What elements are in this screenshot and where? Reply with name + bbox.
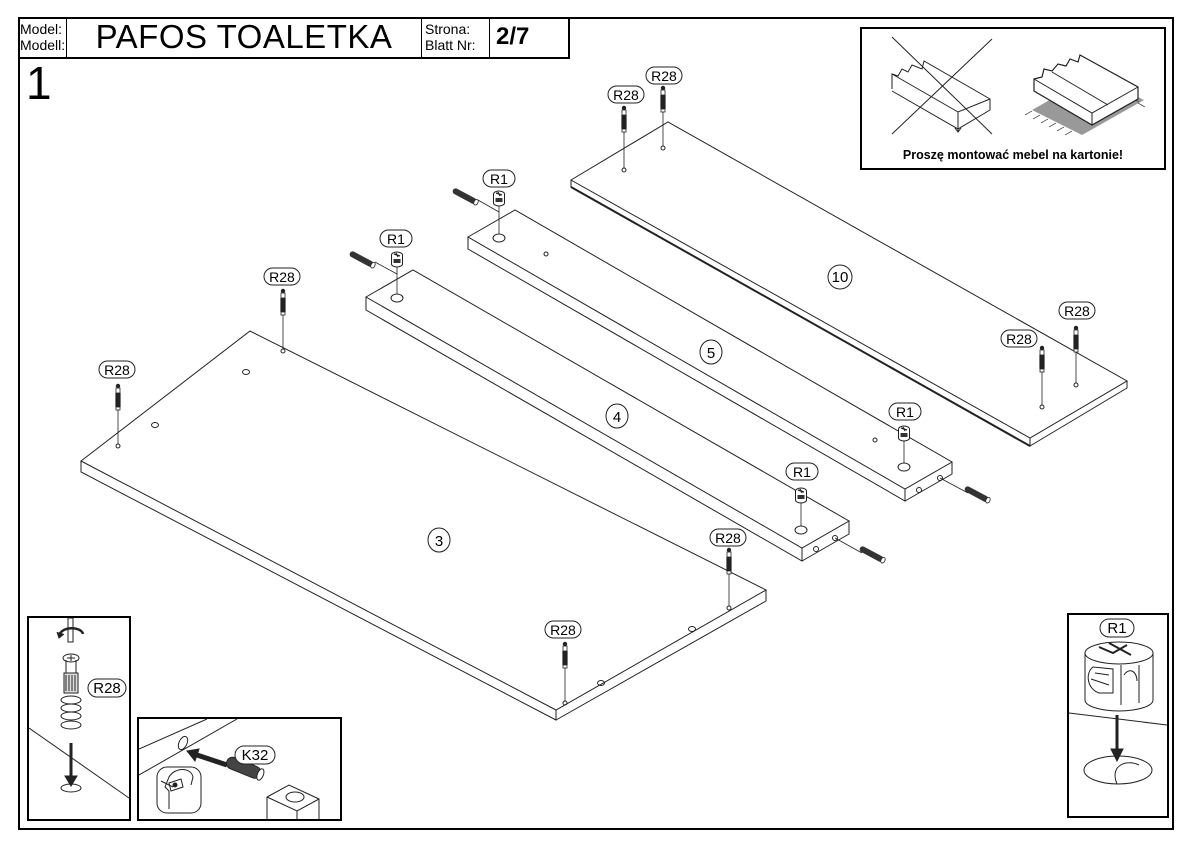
r28-bolt <box>1072 325 1080 353</box>
svg-text:4: 4 <box>613 409 621 426</box>
callout-label: R28 <box>715 530 741 546</box>
callout-label: R28 <box>104 362 130 378</box>
callout-label: R28 <box>269 269 295 285</box>
r28-detail-illustration: R28 <box>28 617 130 799</box>
r1-cam <box>794 487 808 504</box>
r1-detail-inset: R1 <box>1067 613 1169 818</box>
panel-3 <box>80 330 768 721</box>
r1-detail-callout: R1 <box>1099 618 1135 638</box>
callout-label: R28 <box>1006 331 1032 347</box>
callout-r28: R28 <box>98 360 136 379</box>
dowel <box>963 484 992 505</box>
part-labels: 10 5 4 3 <box>427 264 853 553</box>
svg-text:10: 10 <box>832 269 849 286</box>
callout-r28: R28 <box>709 528 747 547</box>
title-block: Model: Modell: PAFOS TOALETKA Strona: Bl… <box>18 17 570 59</box>
r28-bolt <box>561 641 569 669</box>
callout-r28: R28 <box>1058 301 1096 320</box>
callout-label: R1 <box>490 171 508 187</box>
k32-detail-inset: K32 <box>137 717 342 821</box>
r28-detail-callout: R28 <box>87 678 127 698</box>
step-number: 1 <box>26 57 52 109</box>
r28-bolt <box>279 288 287 316</box>
callout-label: R28 <box>651 68 677 84</box>
r1-cam <box>390 251 404 268</box>
carton-warning-text: Proszę montować mebel na kartonie! <box>902 148 1124 162</box>
page-label-de: Blatt Nr: <box>425 37 476 53</box>
leader-lines <box>117 110 1077 701</box>
callout-label: R28 <box>550 622 576 638</box>
part-label-3: 3 <box>427 527 451 553</box>
callout-label: R1 <box>896 404 914 420</box>
r1-cam <box>897 425 911 442</box>
model-label-de: Modell: <box>20 37 66 53</box>
callout-r1: R1 <box>785 462 819 481</box>
r1-cam <box>492 190 506 207</box>
r28-detail-inset: R28 <box>27 616 131 821</box>
part-label-5: 5 <box>699 339 723 365</box>
r28-bolt <box>659 85 667 113</box>
dowel <box>451 186 480 207</box>
callout-r28: R28 <box>1000 329 1038 348</box>
page-number: 2/7 <box>496 23 530 50</box>
part-label-4: 4 <box>605 403 629 429</box>
callout-r1: R1 <box>482 169 516 188</box>
svg-text:R28: R28 <box>93 680 121 697</box>
page-label: Strona: Blatt Nr: <box>422 17 490 57</box>
page-label-pl: Strona: <box>425 21 471 37</box>
callout-r28: R28 <box>263 267 301 286</box>
fitting-callouts: R28 R28 R28 R28 R28 R28 R28 R28 R1 R1 R1… <box>98 66 1096 639</box>
r28-bolt <box>114 383 122 411</box>
r1-detail-illustration: R1 <box>1068 618 1168 785</box>
svg-text:3: 3 <box>435 533 443 550</box>
model-label-pl: Model: <box>20 21 63 37</box>
callout-label: R28 <box>613 87 639 103</box>
svg-text:R1: R1 <box>1107 620 1126 637</box>
carton-warning-illustration <box>891 36 1146 136</box>
callout-label: R28 <box>1064 303 1090 319</box>
callout-r28: R28 <box>607 85 645 104</box>
page-border <box>18 17 1174 830</box>
k32-detail-illustration: K32 <box>138 718 320 819</box>
k32-detail-callout: K32 <box>234 745 276 765</box>
r28-bolt <box>725 547 733 575</box>
dowel <box>858 544 887 565</box>
callout-r28: R28 <box>645 66 683 85</box>
callout-r1: R1 <box>888 402 922 421</box>
callout-r28: R28 <box>544 620 582 639</box>
svg-text:5: 5 <box>707 345 715 362</box>
crossed-out-panel-icon <box>891 36 993 135</box>
dowel <box>348 249 377 270</box>
callout-label: R1 <box>793 464 811 480</box>
part-label-10: 10 <box>827 264 853 290</box>
panel-on-carton-icon <box>1024 54 1146 136</box>
model-label: Model: Modell: <box>18 17 67 57</box>
r28-bolt <box>620 105 628 133</box>
r28-bolt <box>1038 345 1046 373</box>
callout-r1: R1 <box>379 229 413 248</box>
carton-warning-inset: Proszę montować mebel na kartonie! <box>860 27 1166 170</box>
callout-label: R1 <box>387 231 405 247</box>
model-name: PAFOS TOALETKA <box>67 17 422 57</box>
svg-text:K32: K32 <box>242 747 269 764</box>
